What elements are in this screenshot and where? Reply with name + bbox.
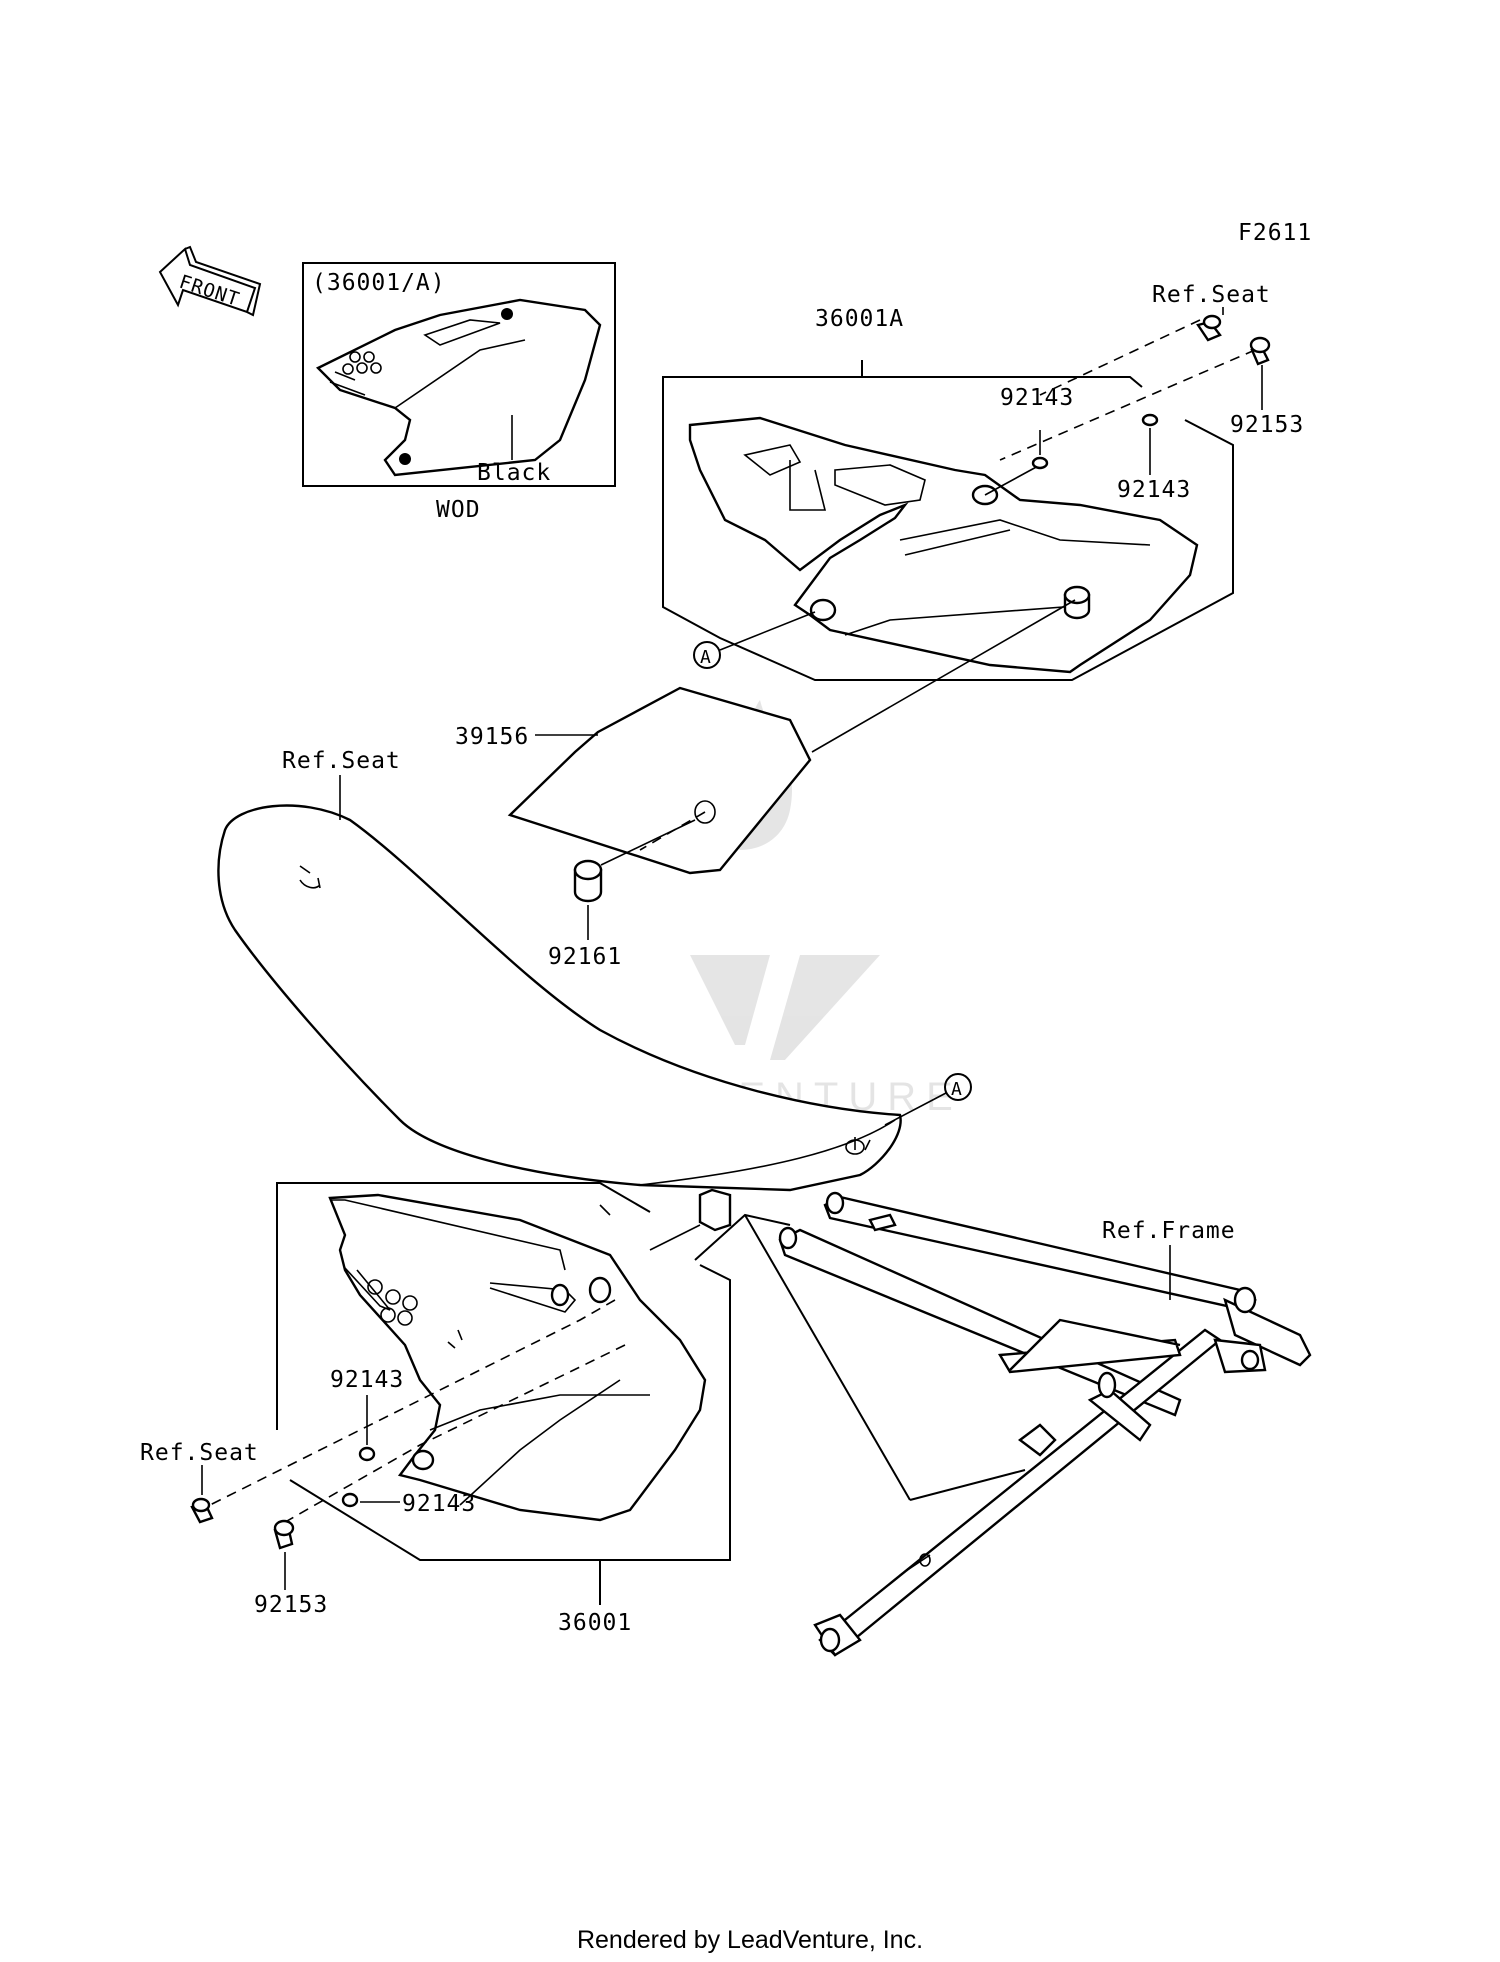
washer-92143-b [1141, 413, 1159, 427]
ref-marker-a-upper [693, 641, 721, 669]
side-cover-36001A [688, 416, 1199, 674]
label-92153-lower: 92153 [254, 1592, 328, 1618]
label-92143-lower-b: 92143 [402, 1491, 476, 1517]
front-label: FRONT [176, 271, 242, 311]
label-ref-seat-main: Ref.Seat [282, 748, 401, 774]
frame-lower-rail [778, 1228, 1182, 1417]
footer-credit: Rendered by LeadVenture, Inc. [576, 1926, 924, 1954]
label-92143-lower-a: 92143 [330, 1367, 404, 1393]
seat-group: Ref.Seat A [217, 748, 972, 1232]
ref-a-upper: A [700, 647, 712, 668]
inset-hole [501, 308, 513, 320]
front-arrow-icon: FRONT [158, 245, 262, 317]
inset-side-cover [315, 298, 602, 477]
label-92143-upper-a: 92143 [1000, 385, 1074, 411]
label-39156: 39156 [455, 724, 529, 750]
lower-side-cover-group: 36001 92143 Ref.Seat 92143 92153 [140, 1182, 731, 1636]
label-92161: 92161 [548, 944, 622, 970]
label-92143-upper-b: 92143 [1117, 477, 1191, 503]
pad-39156 [507, 686, 812, 875]
upper-side-cover-group: 36001A Ref.Seat 92143 92153 92143 A [662, 282, 1304, 681]
ref-a-lower: A [951, 1079, 963, 1100]
label-ref-seat-left: Ref.Seat [140, 1440, 259, 1466]
inset-color-label: Black [477, 460, 551, 486]
frame-bottom-rail [818, 1328, 1223, 1657]
washer-92143-c [358, 1446, 376, 1462]
inset-caption: WOD [436, 497, 481, 523]
label-ref-seat-top: Ref.Seat [1152, 282, 1271, 308]
side-cover-36001 [328, 1193, 707, 1522]
pad-39156-group: 39156 92161 [455, 599, 1076, 970]
figure-code: F2611 [1238, 220, 1312, 246]
inset-title: (36001/A) [312, 270, 446, 296]
washer-92143-a [1031, 456, 1049, 470]
watermark-v-icon [690, 955, 880, 1060]
grommet [809, 598, 837, 622]
frame-group: Ref.Frame [694, 1191, 1312, 1657]
seat [217, 804, 902, 1192]
label-36001: 36001 [558, 1610, 632, 1636]
inset-hole [399, 453, 411, 465]
label-92153-upper: 92153 [1230, 412, 1304, 438]
label-ref-frame: Ref.Frame [1102, 1218, 1236, 1244]
ref-marker-a-lower [944, 1073, 972, 1101]
label-36001A: 36001A [815, 306, 904, 332]
inset-box: (36001/A) Black [302, 262, 616, 487]
washer-92143-d [341, 1492, 359, 1508]
